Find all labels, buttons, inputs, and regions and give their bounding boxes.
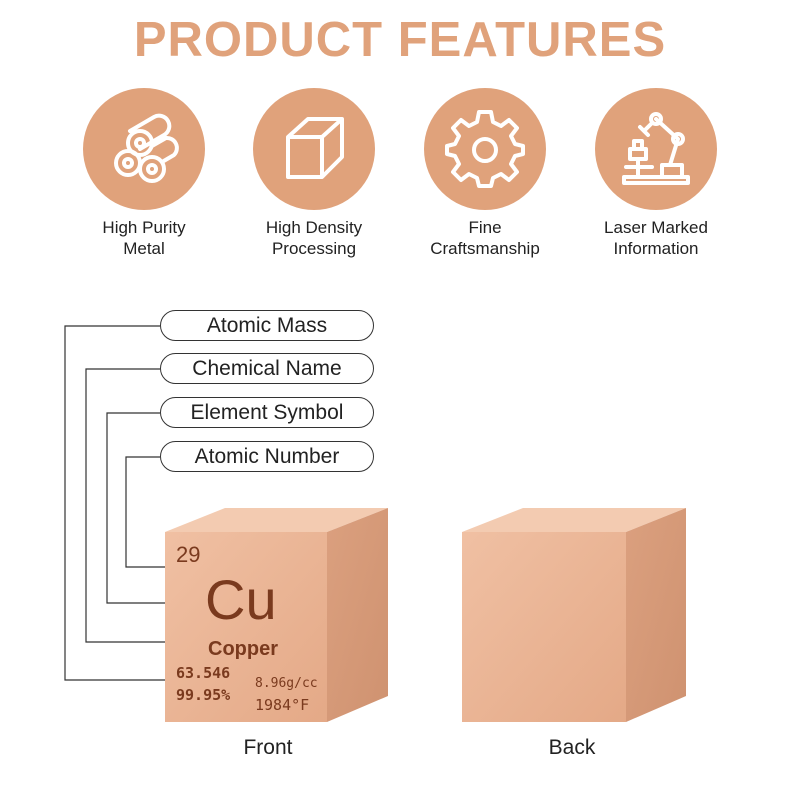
atomic-mass: 63.546 (176, 664, 231, 682)
front-cube (165, 508, 388, 722)
purity: 99.95% (176, 686, 231, 704)
feature-label: Laser Marked Information (604, 218, 708, 258)
legend-chemical-name: Chemical Name (160, 353, 374, 384)
back-cube-top (462, 508, 686, 532)
feature-high-density-processing: High Density Processing (229, 88, 399, 259)
atomic-number: 29 (176, 542, 201, 567)
cube-icon (286, 117, 344, 179)
feature-label: Fine Craftsmanship (430, 218, 540, 258)
feature-fine-craftsmanship: Fine Craftsmanship (400, 88, 570, 259)
legend-element-symbol: Element Symbol (160, 397, 374, 428)
front-cube-face (165, 532, 327, 722)
metal-rolls-icon (114, 113, 179, 183)
element-name: Copper (208, 638, 278, 660)
page-title: PRODUCT FEATURES (133, 13, 667, 67)
melting-point: 1984°F (255, 696, 310, 714)
back-cube-right (626, 508, 686, 722)
legend-atomic-mass: Atomic Mass (160, 310, 374, 341)
feature-circle (424, 88, 546, 210)
caption-back: Back (548, 736, 596, 759)
caption-front: Front (243, 736, 293, 759)
feature-circle (83, 88, 205, 210)
feature-high-purity-metal: High Purity Metal (59, 88, 229, 259)
feature-circle (253, 88, 375, 210)
legend-atomic-number: Atomic Number (160, 441, 374, 472)
density: 8.96g/cc (255, 676, 318, 691)
feature-laser-marked-information: Laser Marked Information (571, 88, 741, 259)
front-cube-right (327, 508, 388, 722)
robot-arm-icon (622, 112, 690, 185)
feature-label: High Density Processing (265, 218, 363, 258)
feature-label: High Purity Metal (102, 218, 186, 258)
gear-icon (445, 110, 525, 188)
back-cube-face (462, 532, 626, 722)
feature-circle (595, 88, 717, 210)
leader-atomic-mass (64, 325, 165, 681)
leader-atomic-number (125, 456, 165, 568)
element-symbol: Cu (205, 568, 277, 631)
back-cube (462, 508, 686, 722)
leader-chemical-name (85, 368, 165, 643)
leader-element-symbol (106, 412, 165, 604)
front-cube-top (165, 508, 388, 532)
